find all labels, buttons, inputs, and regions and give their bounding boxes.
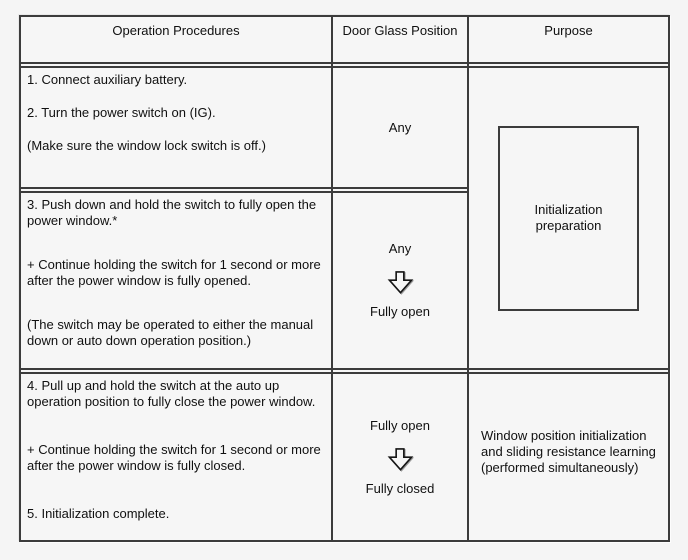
column-divider-line-1 xyxy=(331,17,333,540)
row-divider-line-1 xyxy=(21,187,469,193)
header-purpose: Purpose xyxy=(544,23,593,38)
procedures-row-3: 4. Pull up and hold the switch at the au… xyxy=(21,374,331,540)
header-divider-line xyxy=(21,62,668,68)
row-divider-line-2 xyxy=(21,368,668,374)
purpose-rows-1-2: Initialization preparation xyxy=(469,68,668,368)
step-4-continue: + Continue holding the switch for 1 seco… xyxy=(27,442,321,473)
position-to: Fully open xyxy=(370,304,430,319)
step-3: 3. Push down and hold the switch to full… xyxy=(27,197,317,228)
position-row-2: Any Fully open xyxy=(333,193,467,368)
position-value: Any xyxy=(388,119,412,135)
step-3-note: (The switch may be operated to either th… xyxy=(27,317,314,348)
column-divider-line-2 xyxy=(467,17,469,540)
procedures-row-2: 3. Push down and hold the switch to full… xyxy=(21,193,331,368)
step-2: 2. Turn the power switch on (IG). xyxy=(27,105,216,120)
down-arrow-icon xyxy=(386,447,415,473)
position-to: Fully closed xyxy=(365,480,435,496)
purpose-text: Window position initialization and slidi… xyxy=(481,428,656,475)
header-door-glass-position: Door Glass Position xyxy=(342,23,458,38)
header-operation-procedures: Operation Procedures xyxy=(112,23,240,38)
purpose-row-3: Window position initialization and slidi… xyxy=(469,374,668,540)
initialization-procedure-table: Operation Procedures Door Glass Position… xyxy=(19,15,670,542)
step-1: 1. Connect auxiliary battery. xyxy=(27,72,188,87)
initialization-preparation-box: Initialization preparation xyxy=(498,125,639,311)
position-from: Fully open xyxy=(370,417,430,433)
step-5: 5. Initialization complete. xyxy=(27,506,170,521)
position-row-1: Any xyxy=(333,68,467,187)
down-arrow-icon xyxy=(386,271,415,296)
step-note: (Make sure the window lock switch is off… xyxy=(27,138,266,153)
purpose-text: Initialization preparation xyxy=(534,202,603,233)
position-from: Any xyxy=(388,241,412,256)
step-4: 4. Pull up and hold the switch at the au… xyxy=(27,378,316,409)
procedures-row-1: 1. Connect auxiliary battery. 2. Turn th… xyxy=(21,68,331,187)
position-row-3: Fully open Fully closed xyxy=(333,374,467,540)
step-3-continue: + Continue holding the switch for 1 seco… xyxy=(27,257,321,288)
